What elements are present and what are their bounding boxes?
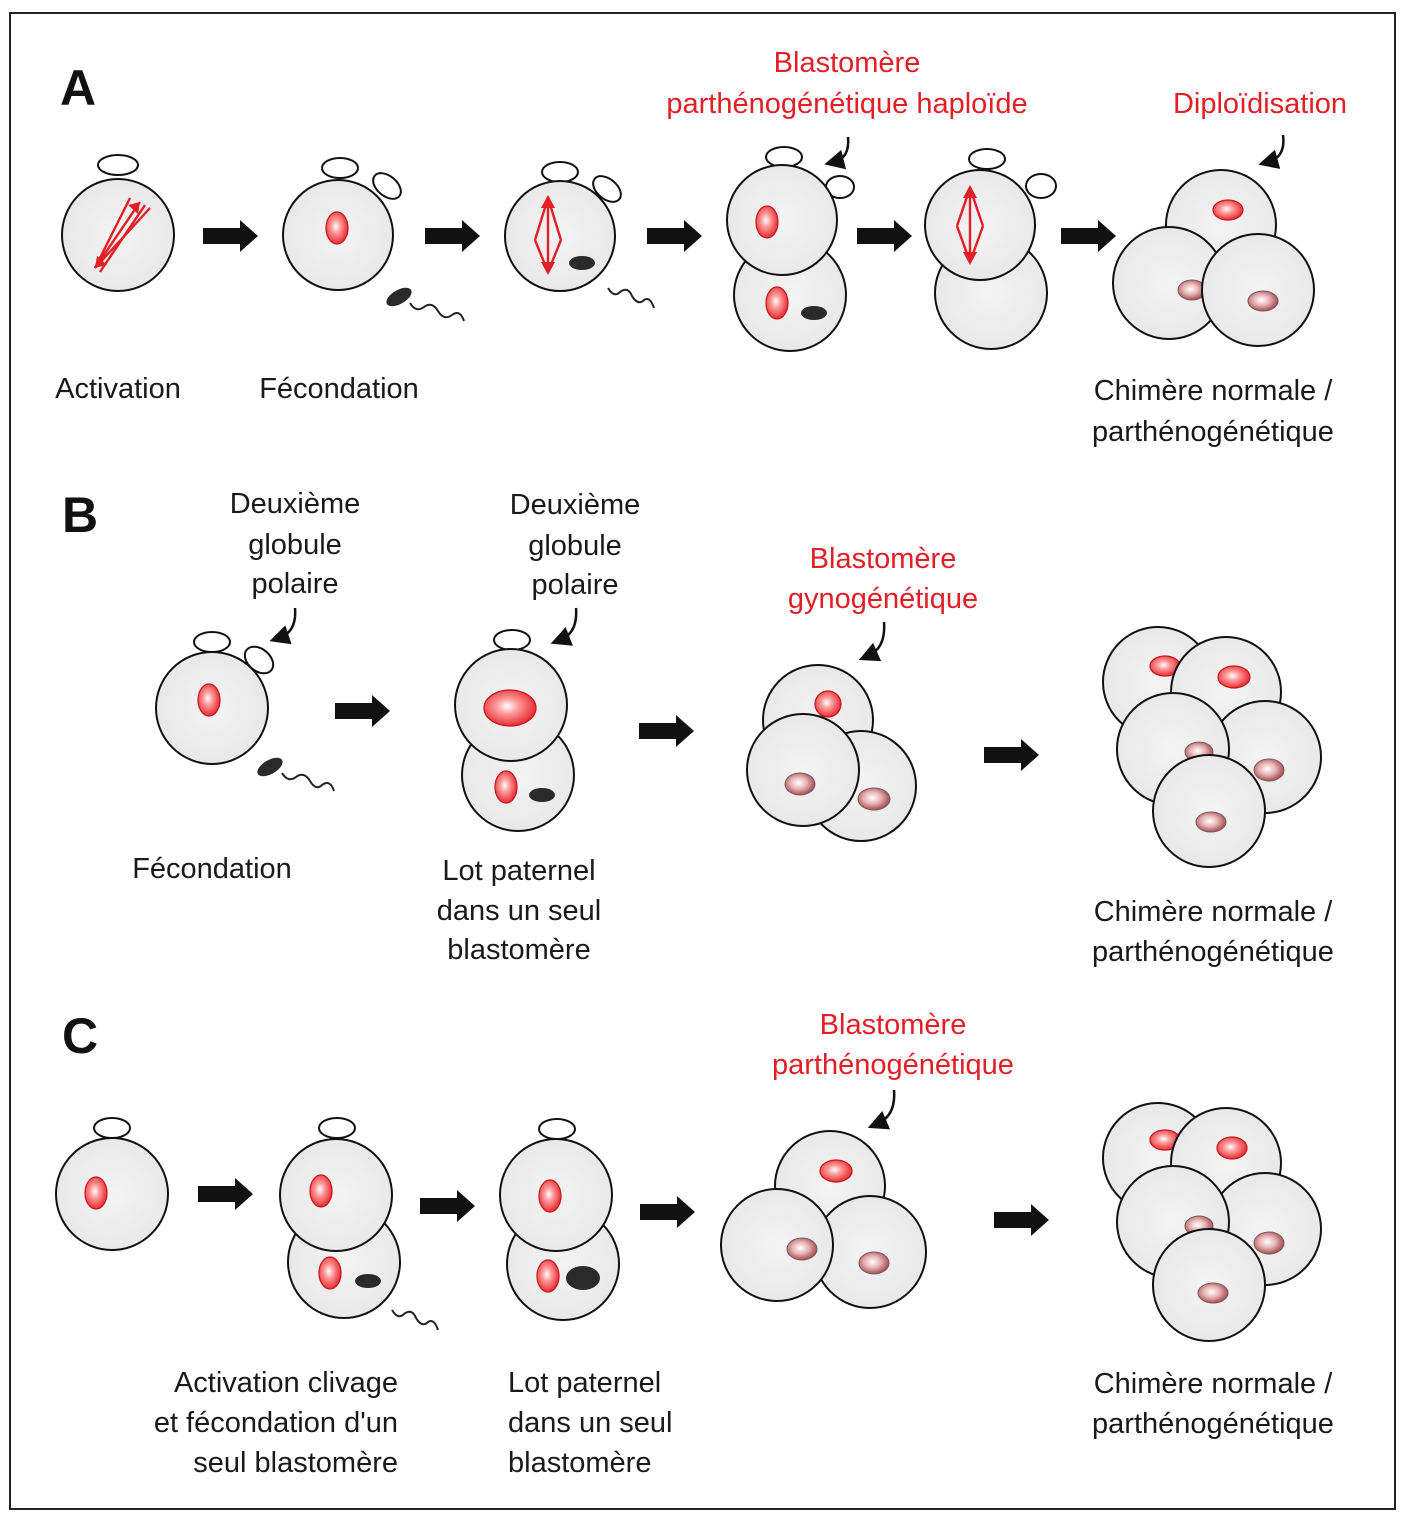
arrow-icon xyxy=(420,1190,475,1222)
label-fecondation: Fécondation xyxy=(259,373,419,405)
label-lot-1: Lot paternel xyxy=(442,855,595,887)
arrow-icon xyxy=(994,1204,1049,1236)
three-cell-gyno xyxy=(746,664,917,842)
pointer-arrow xyxy=(858,621,886,662)
sperm-icon xyxy=(386,287,412,307)
label-act-3: seul blastomère xyxy=(193,1447,398,1479)
label-lot-c-3: blastomère xyxy=(508,1447,651,1479)
arrow-icon xyxy=(647,220,702,252)
sperm-icon xyxy=(257,757,283,777)
panel-b-letter: B xyxy=(62,487,98,543)
label-pb-3: polaire xyxy=(251,568,338,600)
arrow-icon xyxy=(640,1196,695,1228)
arrow-icon xyxy=(639,715,694,747)
oocyte-c xyxy=(55,1117,169,1251)
pointer-arrow xyxy=(1258,134,1285,169)
oocyte-fecondation xyxy=(282,157,465,322)
label-lot-3: blastomère xyxy=(447,934,590,966)
label-act-1: Activation clivage xyxy=(174,1367,398,1399)
panel-c: C Blastomère parthénogénétique xyxy=(55,1008,1334,1479)
label-chimere: Chimère normale / xyxy=(1094,375,1333,407)
morula-chimera-c xyxy=(1102,1102,1322,1342)
panel-a: A xyxy=(55,47,1347,448)
three-cell-parth xyxy=(720,1130,927,1309)
label-lot-c-2: dans un seul xyxy=(508,1407,672,1439)
label-parthenogenetique-c: parthénogénétique xyxy=(772,1049,1014,1081)
two-cell-paternal xyxy=(454,629,575,832)
label-blastomere: Blastomère xyxy=(774,47,921,79)
panel-a-letter: A xyxy=(60,60,96,116)
label-pb-1: Deuxième xyxy=(230,488,361,520)
label-chimere-2: parthénogénétique xyxy=(1092,416,1334,448)
label-gynogenetique: gynogénétique xyxy=(788,583,978,615)
label-pb-b2-2: globule xyxy=(528,530,622,562)
oocyte-activation xyxy=(61,154,175,292)
panel-b: B Deuxième globule polaire Deuxième glob… xyxy=(62,487,1334,968)
spindle-icon xyxy=(955,185,985,265)
label-chimere-c: Chimère normale / xyxy=(1094,1368,1333,1400)
two-cell-haploid xyxy=(726,146,855,352)
label-lot-2: dans un seul xyxy=(437,895,601,927)
label-chimere-c-2: parthénogénétique xyxy=(1092,1408,1334,1440)
spindle-icon xyxy=(93,197,151,273)
pointer-arrow xyxy=(867,1089,896,1130)
label-fecondation-b: Fécondation xyxy=(132,853,292,885)
two-cell-fecondation-c xyxy=(279,1117,439,1331)
pointer-arrow xyxy=(824,136,850,170)
arrow-icon xyxy=(984,739,1039,771)
figure-frame xyxy=(9,12,1396,1510)
pointer-arrow xyxy=(269,607,297,645)
morula-chimera-b xyxy=(1102,626,1322,868)
arrow-icon xyxy=(203,220,258,252)
label-blastomere-gyno: Blastomère xyxy=(810,543,957,575)
zygote-spindle xyxy=(504,161,655,309)
label-diploidisation: Diploïdisation xyxy=(1173,88,1347,120)
label-pb-b2-3: polaire xyxy=(531,569,618,601)
oocyte-fecondation-b xyxy=(155,631,335,792)
arrow-icon xyxy=(335,695,390,727)
label-act-2: et fécondation d'un xyxy=(154,1407,398,1439)
label-activation: Activation xyxy=(55,373,181,405)
label-blastomere-c: Blastomère xyxy=(820,1009,967,1041)
label-lot-c-1: Lot paternel xyxy=(508,1367,661,1399)
label-chimere-b-2: parthénogénétique xyxy=(1092,936,1334,968)
arrow-icon xyxy=(198,1178,253,1210)
two-cell-diploidisation xyxy=(924,148,1057,350)
arrow-icon xyxy=(425,220,480,252)
two-cell-paternal-c xyxy=(499,1118,620,1321)
label-pb-b2-1: Deuxième xyxy=(510,489,641,521)
spindle-icon xyxy=(533,195,563,275)
label-chimere-b: Chimère normale / xyxy=(1094,896,1333,928)
pointer-arrow xyxy=(550,607,578,646)
label-pb-2: globule xyxy=(248,529,342,561)
label-blastomere-haploide: parthénogénétique haploïde xyxy=(666,88,1027,120)
panel-c-letter: C xyxy=(62,1008,98,1064)
arrow-icon xyxy=(1061,220,1116,252)
arrow-icon xyxy=(857,220,912,252)
three-cell-chimera xyxy=(1112,169,1315,347)
